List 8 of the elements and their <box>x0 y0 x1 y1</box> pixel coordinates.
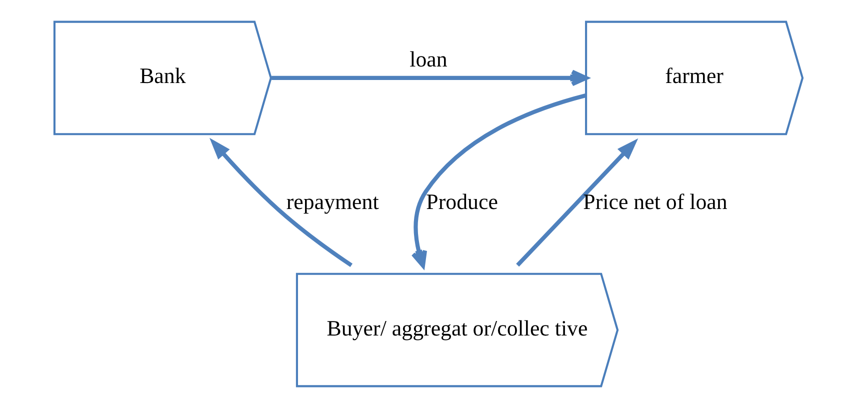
edge-label: repayment <box>286 189 379 214</box>
edge-label: Price net of loan <box>583 189 728 214</box>
arrow <box>272 70 588 86</box>
arrow <box>411 93 586 268</box>
edge-label: Produce <box>426 189 498 214</box>
arrow <box>210 138 353 268</box>
arrow <box>516 138 638 267</box>
edge-label: loan <box>410 46 448 72</box>
